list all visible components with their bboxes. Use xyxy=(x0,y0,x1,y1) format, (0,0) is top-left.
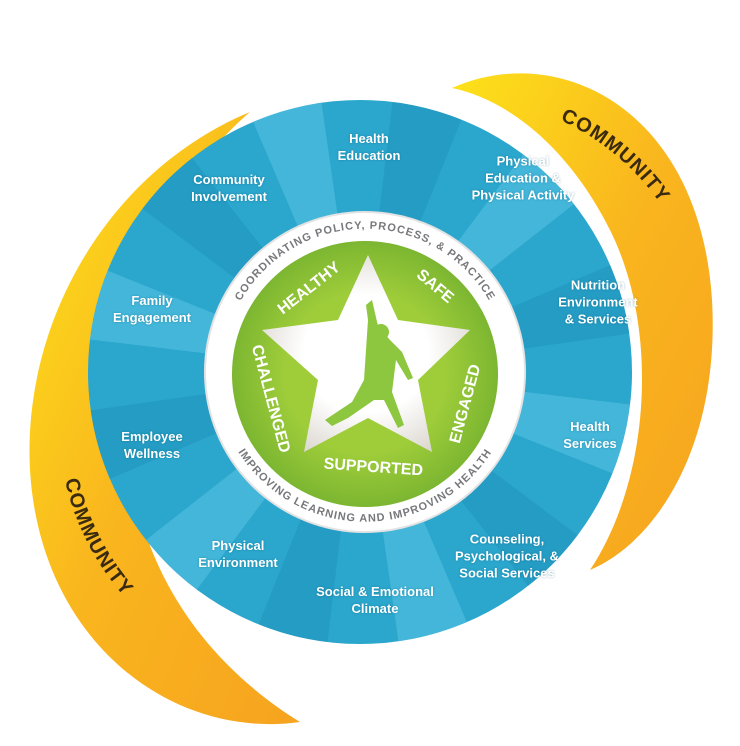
community-arc-right xyxy=(452,73,713,570)
component-label: Physical Environment xyxy=(198,538,278,570)
community-arc-left xyxy=(29,112,301,725)
component-label: Health Education xyxy=(337,131,401,163)
star-word-supported: SUPPORTED xyxy=(323,456,424,480)
component-label: Nutrition Environment & Services xyxy=(558,277,638,327)
component-label: Counseling, Psychological, & Social Serv… xyxy=(454,531,560,581)
component-label: Health Services xyxy=(563,419,617,451)
jumping-person-icon xyxy=(325,300,413,428)
component-label: Community Involvement xyxy=(191,172,267,204)
component-label: Employee Wellness xyxy=(121,429,183,461)
component-label: Family Engagement xyxy=(112,293,192,325)
component-label: Physical Education & Physical Activity xyxy=(471,153,575,203)
component-label: Social & Emotional Climate xyxy=(316,584,434,616)
